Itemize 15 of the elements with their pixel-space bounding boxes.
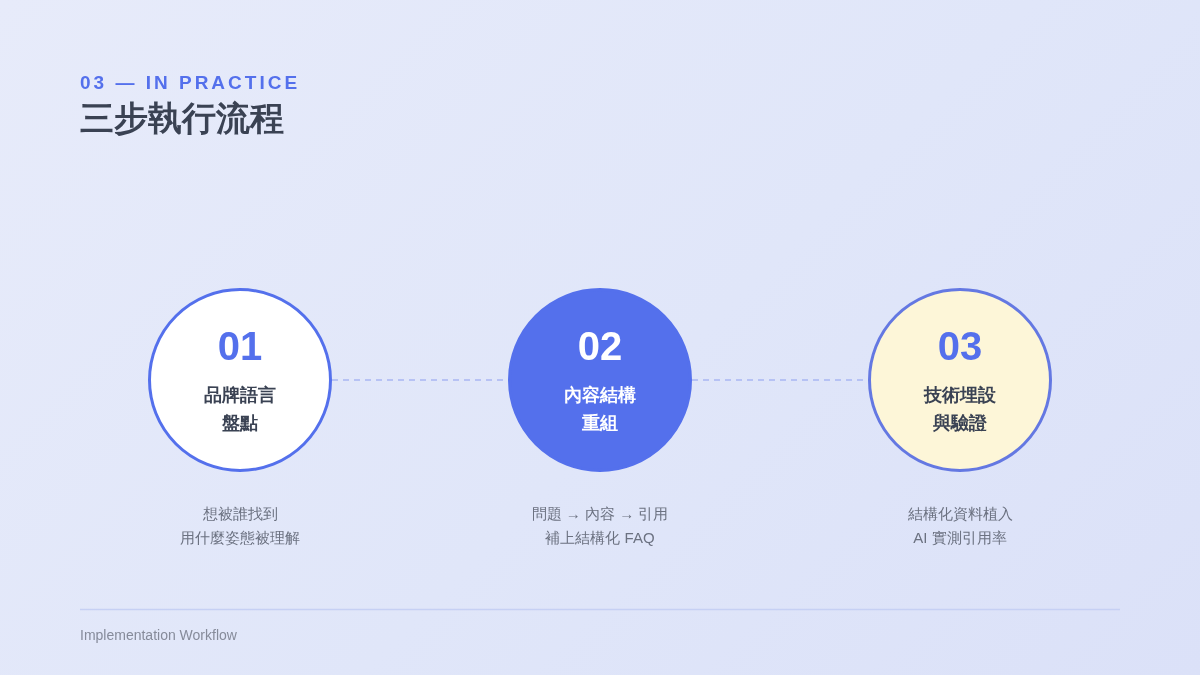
step-title: 內容結構重組 bbox=[563, 384, 637, 435]
step-number: 03 bbox=[936, 324, 984, 368]
step-description: AI 實測引用率 bbox=[912, 528, 1008, 548]
step-description: 結構化資料植入 bbox=[906, 504, 1014, 524]
footer-text: Implementation Workflow bbox=[80, 626, 237, 644]
step-number: 01 bbox=[216, 324, 264, 368]
step-description: 補上結構化 FAQ bbox=[544, 528, 656, 548]
step-title: 品牌語言盤點 bbox=[203, 384, 277, 435]
step-description: 用什麼姿態被理解 bbox=[179, 528, 301, 548]
step-description: 想被誰找到 bbox=[201, 504, 279, 524]
step-number: 02 bbox=[576, 324, 624, 368]
step-description: 問題 → 內容 → 引用 bbox=[530, 504, 670, 524]
step-title: 技術埋設與驗證 bbox=[922, 384, 997, 435]
slide-title: 三步執行流程 bbox=[80, 98, 284, 139]
section-eyebrow: 03 — IN PRACTICE bbox=[80, 71, 301, 95]
